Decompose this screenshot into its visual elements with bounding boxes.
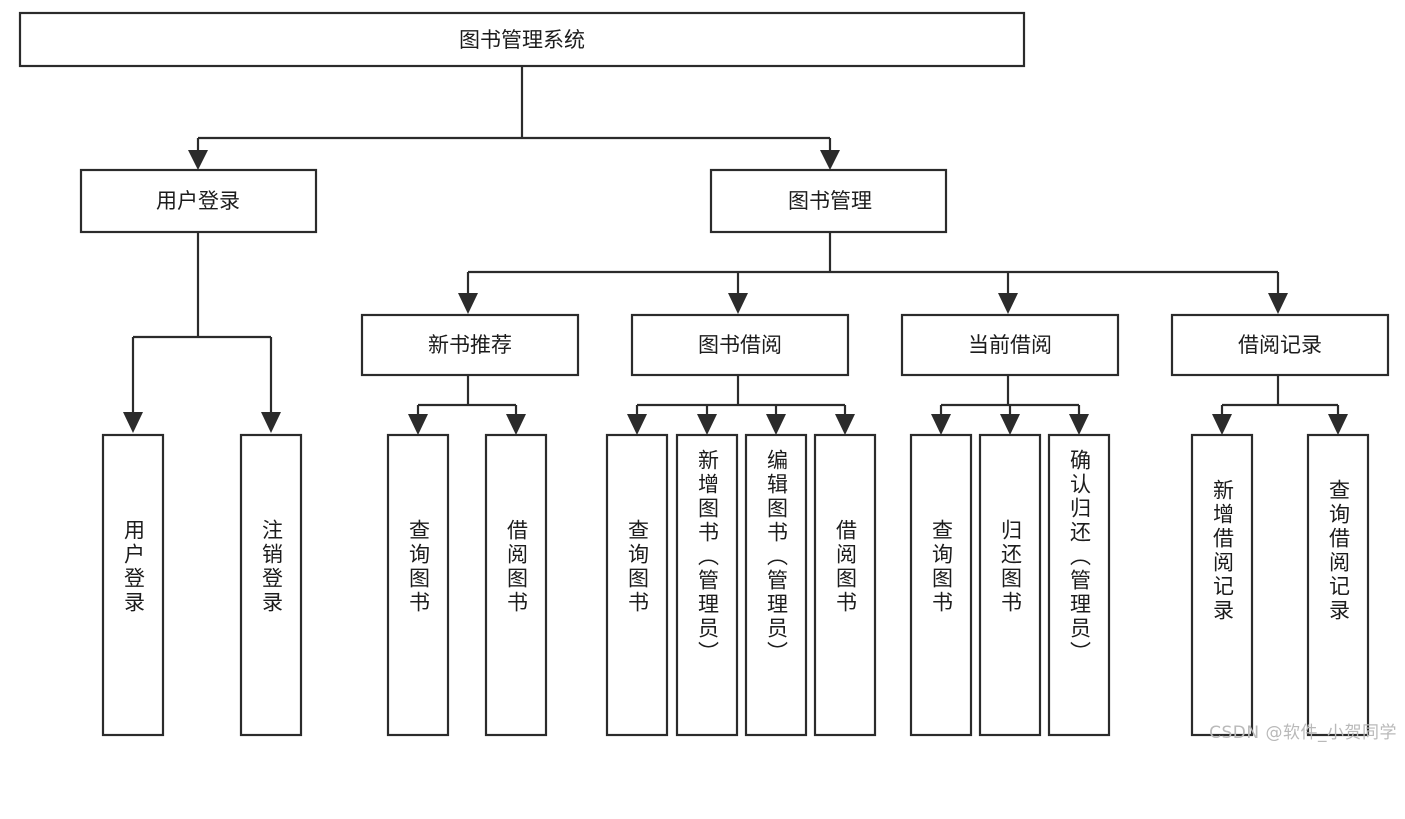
arrow-head-leaf-bb-2: [766, 414, 786, 435]
arrow-head-leaf-br-1: [1328, 414, 1348, 435]
arrow-head-new-book-recommend: [458, 293, 478, 314]
node-new-book-recommend-label: 新书推荐: [428, 333, 512, 357]
arrow-head-leaf-user-login-1: [261, 412, 281, 433]
leaf-box-bb-1[interactable]: [675, 433, 739, 737]
leaf-box-nbr-1[interactable]: [484, 433, 548, 737]
node-borrow-records[interactable]: 借阅记录: [1170, 313, 1390, 377]
connector-group-user-login: [123, 232, 281, 433]
node-current-borrow-box[interactable]: [900, 313, 1120, 377]
node-new-book-recommend-box[interactable]: [360, 313, 580, 377]
arrow-head-leaf-cb-1: [1000, 414, 1020, 435]
leaf-box-cb-0[interactable]: [909, 433, 973, 737]
arrow-head-leaf-bb-0: [627, 414, 647, 435]
node-new-book-recommend[interactable]: 新书推荐: [360, 313, 580, 377]
arrow-head-leaf-br-0: [1212, 414, 1232, 435]
node-user-login-box[interactable]: [79, 168, 318, 234]
node-user-login-label: 用户登录: [156, 189, 240, 213]
arrow-head-leaf-bb-1: [697, 414, 717, 435]
leaf-box-user-login-0[interactable]: [101, 433, 165, 737]
diagram-canvas: 图书管理系统 用户登录 图书管理 新书推荐 图书借阅 当前借阅 借阅记录: [18, 11, 1390, 737]
node-book-borrow[interactable]: 图书借阅: [630, 313, 850, 377]
node-book-manage-box[interactable]: [709, 168, 948, 234]
csdn-watermark: CSDN @软件_小贺同学: [1209, 723, 1397, 743]
node-user-login[interactable]: 用户登录: [79, 168, 318, 234]
connector-group-root: [188, 66, 840, 170]
arrow-head-leaf-nbr-0: [408, 414, 428, 435]
arrow-head-leaf-bb-3: [835, 414, 855, 435]
leaf-box-nbr-0[interactable]: [386, 433, 450, 737]
leaf-box-cb-1[interactable]: [978, 433, 1042, 737]
leaf-box-cb-2[interactable]: [1047, 433, 1111, 737]
node-current-borrow[interactable]: 当前借阅: [900, 313, 1120, 377]
node-book-borrow-label: 图书借阅: [698, 333, 782, 357]
node-borrow-records-label: 借阅记录: [1238, 333, 1322, 357]
leaf-box-bb-0[interactable]: [605, 433, 669, 737]
leaf-box-br-0[interactable]: [1190, 433, 1254, 737]
node-current-borrow-label: 当前借阅: [968, 333, 1052, 357]
node-book-manage-label: 图书管理: [788, 189, 872, 213]
arrow-head-leaf-cb-2: [1069, 414, 1089, 435]
leaf-box-user-login-1[interactable]: [239, 433, 303, 737]
node-root-box[interactable]: [18, 11, 1026, 68]
connector-group-current-borrow: [931, 375, 1089, 435]
connector-group-book-manage: [458, 232, 1288, 314]
node-book-manage[interactable]: 图书管理: [709, 168, 948, 234]
node-borrow-records-box[interactable]: [1170, 313, 1390, 377]
arrow-head-current-borrow: [998, 293, 1018, 314]
arrow-head-leaf-user-login-0: [123, 412, 143, 433]
connector-group-book-borrow: [627, 375, 855, 435]
arrow-head-leaf-cb-0: [931, 414, 951, 435]
arrow-head-book-manage: [820, 150, 840, 170]
arrow-head-leaf-nbr-1: [506, 414, 526, 435]
node-book-borrow-box[interactable]: [630, 313, 850, 377]
arrow-head-book-borrow: [728, 293, 748, 314]
leaf-box-bb-3[interactable]: [813, 433, 877, 737]
arrow-head-borrow-records: [1268, 293, 1288, 314]
node-root-label: 图书管理系统: [459, 28, 585, 52]
leaf-box-br-1[interactable]: [1306, 433, 1370, 737]
node-root[interactable]: 图书管理系统: [18, 11, 1026, 68]
connector-group-new-book-recommend: [408, 375, 526, 435]
arrow-head-user-login: [188, 150, 208, 170]
system-function-structure-diagram: 图书管理系统 用户登录 图书管理 新书推荐 图书借阅 当前借阅 借阅记录: [18, 11, 1397, 743]
leaf-box-bb-2[interactable]: [744, 433, 808, 737]
connector-group-borrow-records: [1212, 375, 1348, 435]
